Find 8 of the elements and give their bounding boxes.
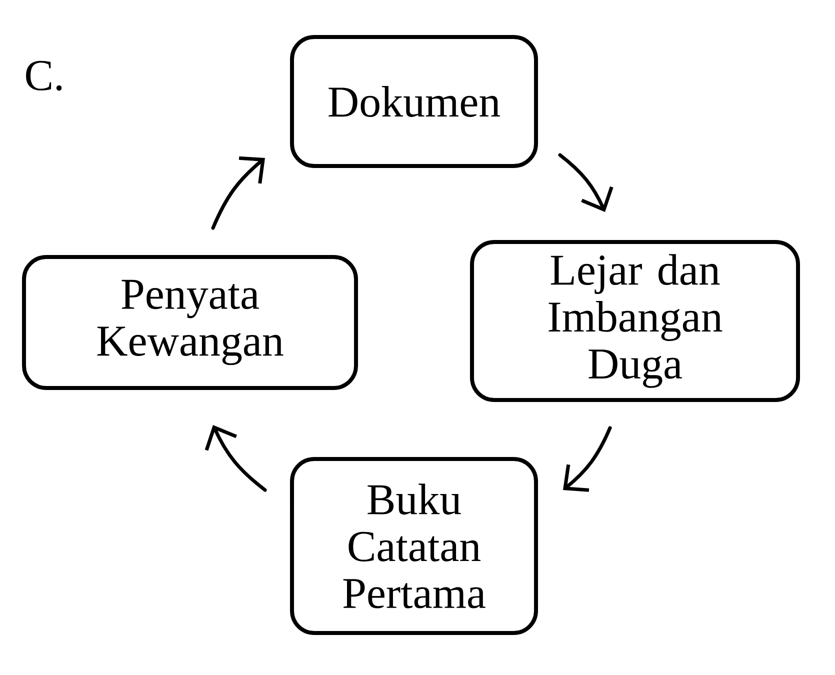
process-box: Buku Catatan Pertama [290, 457, 538, 635]
process-box: Dokumen [290, 35, 538, 168]
arrow [204, 424, 267, 492]
section-letter: C. [26, 60, 62, 91]
arrow [211, 156, 265, 230]
arrow [563, 426, 612, 492]
process-box: Lejar dan Imbangan Duga [470, 240, 800, 402]
process-box: Penyata Kewangan [22, 255, 358, 390]
